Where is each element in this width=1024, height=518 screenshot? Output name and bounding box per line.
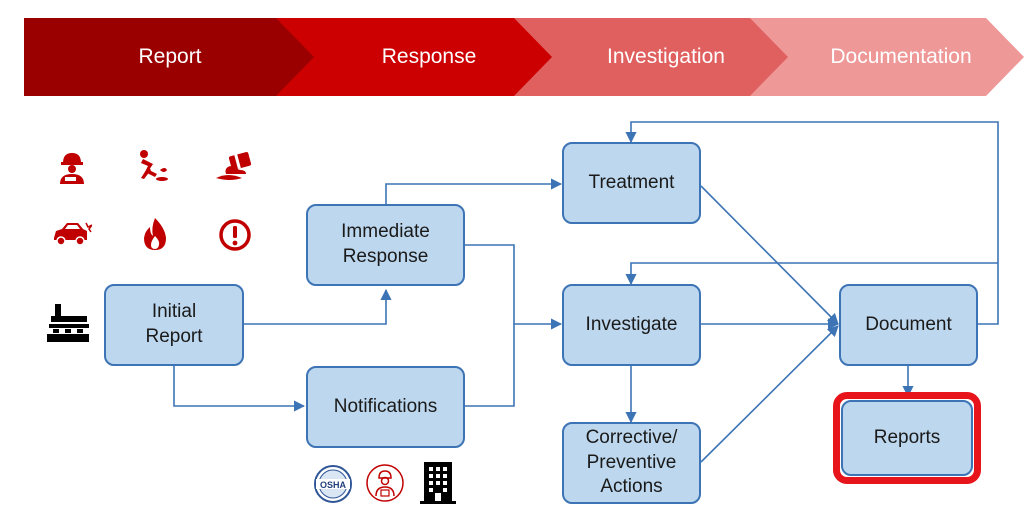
node-reports[interactable]: Reports <box>841 400 973 476</box>
node-initial-report[interactable]: Initial Report <box>104 284 244 366</box>
stage-response: Response <box>276 18 554 96</box>
injured-worker-icon <box>60 153 84 184</box>
edge-initial-to-notifications <box>173 366 306 412</box>
edge-immediate-to-treatment <box>385 178 563 204</box>
node-treatment[interactable]: Treatment <box>562 142 701 224</box>
node-corrective-preventive-actions[interactable]: Corrective/ Preventive Actions <box>562 422 701 504</box>
edge-treatment-to-document <box>700 185 839 325</box>
alert-icon <box>219 219 251 251</box>
osha-logo-text: OSHA <box>320 480 347 490</box>
edge-corrective-to-document <box>700 325 839 463</box>
stage-investigation: Investigation <box>514 18 790 96</box>
stage-response-label: Response <box>381 45 477 68</box>
stage-report-label: Report <box>138 45 202 68</box>
osha-logo: OSHA <box>314 465 352 503</box>
factory-icon <box>47 304 89 342</box>
edge-document-loop-to-investigate <box>625 262 998 286</box>
stage-report: Report <box>24 18 316 96</box>
fire-icon <box>144 218 166 250</box>
edge-initial-to-immediate <box>244 288 392 325</box>
node-investigate[interactable]: Investigate <box>562 284 701 366</box>
edge-notifications-to-investigate <box>465 324 515 407</box>
stage-documentation-label: Documentation <box>830 45 972 68</box>
office-building-icon <box>420 462 456 504</box>
edge-immediate-to-investigate <box>465 244 563 330</box>
reports-highlight-frame <box>833 392 981 484</box>
car-crash-icon <box>54 222 92 246</box>
node-notifications[interactable]: Notifications <box>306 366 465 448</box>
edge-document-loop-to-treatment <box>625 121 999 325</box>
stage-investigation-label: Investigation <box>607 45 725 68</box>
node-document[interactable]: Document <box>839 284 978 366</box>
emergency-responder-icon <box>366 464 404 502</box>
slip-fall-icon <box>140 150 168 181</box>
node-immediate-response[interactable]: Immediate Response <box>306 204 465 286</box>
stage-documentation: Documentation <box>750 18 1024 96</box>
chemical-spill-icon <box>216 152 252 180</box>
